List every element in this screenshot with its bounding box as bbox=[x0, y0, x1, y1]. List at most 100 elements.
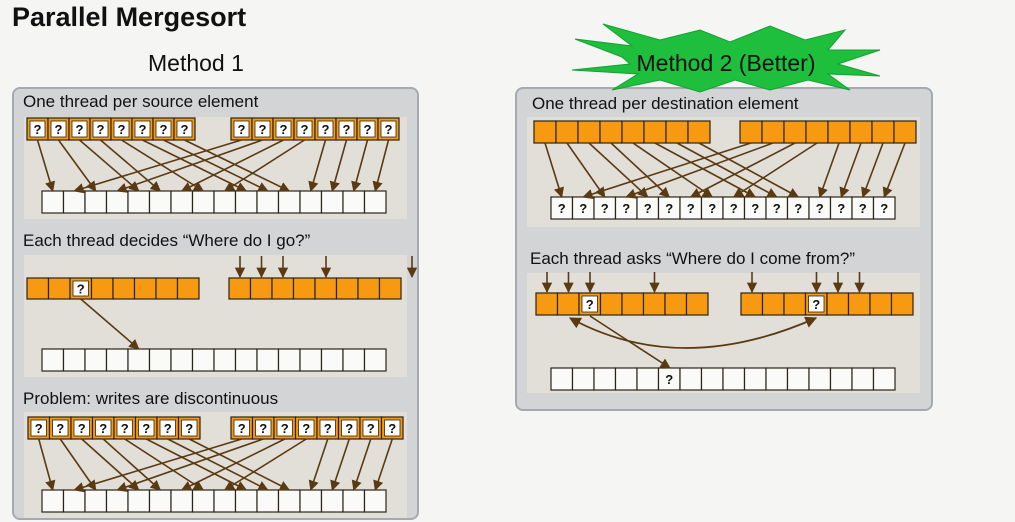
m1a-dst-cell bbox=[148, 190, 172, 214]
m1a-arrow bbox=[36, 139, 56, 192]
m1a-dst-cell bbox=[191, 190, 215, 214]
m1c-src-left-mark-bg bbox=[138, 419, 155, 437]
m1c-dst-cell bbox=[277, 489, 301, 513]
m2a-dst-mark: ? bbox=[708, 201, 716, 216]
m1a-src-left-mark-bg bbox=[113, 120, 130, 138]
method2-caption-b: Each thread asks “Where do I come from?” bbox=[530, 249, 856, 268]
m2a-dst-mark: ? bbox=[601, 201, 609, 216]
method2-label: Method 2 (Better) bbox=[637, 50, 816, 76]
m2b-src-left-cell bbox=[599, 292, 623, 316]
m1a-src-right-mark: ? bbox=[343, 122, 351, 137]
m1b-src-right-cell bbox=[271, 277, 295, 300]
m1c-arrow bbox=[81, 438, 140, 491]
m1b-dst-cell bbox=[127, 348, 151, 372]
m1c-dst-cell bbox=[105, 489, 129, 513]
m1b-src-right-cell bbox=[335, 277, 359, 300]
m2b-src-right-cell bbox=[740, 292, 764, 316]
m1c-src-left-mark-bg bbox=[52, 419, 69, 437]
m1c-src-left-mark: ? bbox=[185, 421, 193, 436]
m1c-arrow bbox=[124, 438, 205, 491]
m2a-arrow bbox=[861, 142, 884, 198]
m1a-src-right-mark-bg bbox=[338, 120, 355, 138]
m2a-arrow bbox=[817, 142, 840, 198]
m1a-arrow bbox=[78, 139, 140, 192]
m2b-src-right-mark: ? bbox=[812, 297, 820, 312]
m1a-src-left-mark: ? bbox=[160, 122, 168, 137]
m1b-src-right-cell bbox=[292, 277, 316, 300]
m2b-src-right-cell bbox=[783, 292, 807, 316]
m1c-arrow bbox=[145, 438, 248, 491]
m2a-src-left-cell bbox=[687, 120, 711, 144]
m1a-dst-cell bbox=[105, 190, 129, 214]
m2b-dst-cell bbox=[872, 367, 896, 391]
m1a-arrow bbox=[73, 139, 242, 194]
m1c-src-right-mark-bg bbox=[319, 419, 336, 437]
m2a-src-left-cell bbox=[643, 120, 667, 144]
m2a-dst-mark: ? bbox=[687, 201, 695, 216]
m2a-arrow bbox=[732, 142, 818, 198]
m1a-dst-cell bbox=[234, 190, 258, 214]
m2b-src-right-cell bbox=[890, 292, 914, 316]
m2a-src-left-cell bbox=[621, 120, 645, 144]
m2b-src-right-cell bbox=[761, 292, 785, 316]
m1c-arrow bbox=[308, 438, 329, 491]
m1a-arrow bbox=[184, 139, 291, 192]
m2a-dst-mark: ? bbox=[837, 201, 845, 216]
m1c-src-left-mark: ? bbox=[142, 421, 150, 436]
m1a-src-left-mark-bg bbox=[176, 120, 193, 138]
m1a-dst-cell bbox=[170, 190, 194, 214]
m2a-src-right-cell bbox=[849, 120, 873, 144]
m1c-arrow bbox=[330, 438, 351, 491]
method2-caption-a: One thread per destination element bbox=[532, 94, 799, 113]
m1b-src-right-cell bbox=[249, 277, 273, 300]
m2a-src-left-cell bbox=[665, 120, 689, 144]
m1a-arrow bbox=[57, 139, 97, 192]
m2b-dst-cell bbox=[829, 367, 853, 391]
m1c-src-right-mark: ? bbox=[238, 421, 246, 436]
m1a-src-left-mark-bg bbox=[155, 120, 172, 138]
m1a-dst-cell bbox=[320, 190, 344, 214]
m1c-dst-cell bbox=[191, 489, 215, 513]
m1c-dst-cell bbox=[84, 489, 108, 513]
m1a-dst-cell bbox=[277, 190, 301, 214]
m2b-dst-cell bbox=[571, 367, 595, 391]
m1c-arrow bbox=[373, 438, 394, 491]
m1b-dst-cell bbox=[320, 348, 344, 372]
m1c-src-right-mark: ? bbox=[367, 421, 375, 436]
method1-caption-c: Problem: writes are discontinuous bbox=[23, 389, 279, 408]
m1a-arrow bbox=[329, 139, 348, 193]
m1c-arrow bbox=[73, 438, 242, 493]
m2b-dst-cell bbox=[808, 367, 832, 391]
m1a-src-right-mark-bg bbox=[233, 120, 250, 138]
m1b-src-left-cell bbox=[133, 277, 157, 300]
m1a-arrow bbox=[372, 139, 390, 193]
m2a-src-left-cell bbox=[555, 120, 579, 144]
m1c-src-left-mark-bg bbox=[116, 419, 133, 437]
m2a-src-right-cell bbox=[827, 120, 851, 144]
m1c-arrow bbox=[102, 438, 162, 491]
m2a-src-right-cell bbox=[893, 120, 917, 144]
m2b-dst-cell bbox=[679, 367, 703, 391]
m2b-src-left-mark-bg bbox=[581, 295, 598, 313]
m1c-dst-cell bbox=[363, 489, 387, 513]
m2a-dst-mark: ? bbox=[794, 201, 802, 216]
m1b-src-left-cell bbox=[112, 277, 136, 300]
m1c-src-left-mark: ? bbox=[121, 421, 129, 436]
m1c-src-right-mark: ? bbox=[259, 421, 267, 436]
m1c-src-right-mark: ? bbox=[281, 421, 289, 436]
m1a-src-right-mark: ? bbox=[385, 122, 393, 137]
m2a-src-left-cell bbox=[577, 120, 601, 144]
m1c-src-left-mark-bg bbox=[30, 419, 47, 437]
m2a-arrow bbox=[654, 142, 757, 198]
m1b-dst-cell bbox=[62, 348, 86, 372]
m1b-dst-cell bbox=[191, 348, 215, 372]
m1b-dst-cell bbox=[213, 348, 237, 372]
m1c-src-right-mark: ? bbox=[302, 421, 310, 436]
m1a-src-right-mark-bg bbox=[380, 120, 397, 138]
m2b-compare-arrow bbox=[568, 316, 818, 349]
m1a-src-right-mark-bg bbox=[275, 120, 292, 138]
m2b-dst-cell bbox=[765, 367, 789, 391]
m1a-arrow bbox=[99, 139, 162, 192]
m1a-dst-cell bbox=[363, 190, 387, 214]
